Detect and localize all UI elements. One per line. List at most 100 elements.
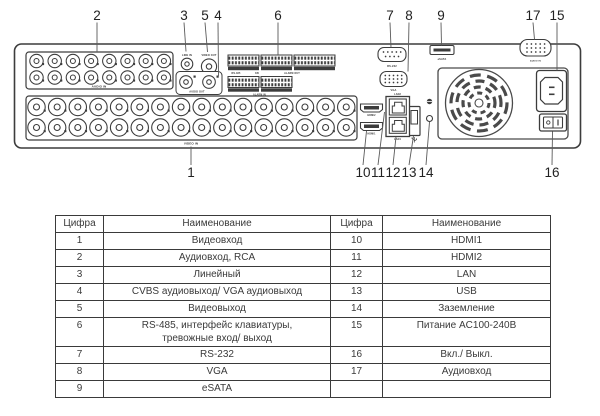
cell-name: CVBS аудиовыход/ VGA аудиовыход	[103, 283, 331, 301]
cell-number: 14	[330, 300, 383, 318]
cell-number: 2	[55, 249, 104, 267]
cell-number: 10	[330, 232, 383, 250]
hdmi2-label: HDMI2	[367, 114, 376, 117]
callout-2: 2	[93, 8, 101, 23]
cell-name: LAN	[382, 266, 551, 284]
audio-in-label: AUDIO IN	[92, 85, 107, 89]
rs232-label: RS-232	[387, 64, 397, 68]
audio-in-block: AUDIO IN	[25, 51, 174, 90]
cell-number: 6	[55, 317, 104, 347]
cell-number: 4	[55, 283, 104, 301]
cell-name	[382, 380, 551, 398]
callout-6: 6	[274, 8, 282, 23]
line-in-port: LINE IN	[180, 54, 194, 71]
alarm-in-label: ALARM IN	[253, 94, 266, 97]
callout-numbers: 2 3 5 4 6 7 8 9 17 15 1 10 11 12 13 14 1…	[93, 8, 564, 180]
callout-8: 8	[405, 8, 413, 23]
callout-16: 16	[544, 165, 559, 180]
cell-name: Аудиовход	[382, 363, 551, 381]
vga-label: VGA	[390, 88, 396, 92]
power-switch	[538, 113, 568, 132]
header-number-right: Цифра	[330, 215, 383, 233]
cell-name: Питание AC100-240В	[382, 317, 551, 347]
cell-name: eSATA	[103, 380, 331, 398]
hdmi1-label: HDMI1	[367, 133, 376, 136]
cell-number: 3	[55, 266, 104, 284]
callout-12: 12	[385, 165, 400, 180]
line-in-label: LINE IN	[182, 54, 192, 57]
cell-name: VGA	[103, 363, 331, 381]
cell-name: Видеовход	[103, 232, 331, 250]
audio-in-ports	[29, 53, 172, 85]
terminal-blocks: RS-485 KB ALARM OUT ALARM IN	[227, 54, 336, 97]
cell-name: RS-232	[103, 346, 331, 364]
cell-number: 8	[55, 363, 104, 381]
cell-name: HDMI1	[382, 232, 551, 250]
vga-port: VGA	[379, 70, 408, 92]
cell-name: USB	[382, 283, 551, 301]
cell-number: 16	[330, 346, 383, 364]
video-in-ports	[27, 97, 356, 137]
lan-ports: LAN2 LAN1	[385, 93, 411, 141]
fan-grille	[444, 68, 514, 138]
ground-terminal	[425, 98, 434, 123]
cell-number: 9	[55, 380, 104, 398]
cell-number: 12	[330, 266, 383, 284]
video-out-label: VIDEO OUT	[201, 54, 216, 57]
cell-number: 13	[330, 283, 383, 301]
video-in-block: VIDEO IN	[25, 95, 358, 146]
cell-name: Заземление	[382, 300, 551, 318]
cell-name: HDMI2	[382, 249, 551, 267]
callout-7: 7	[386, 8, 394, 23]
cell-number: 5	[55, 300, 104, 318]
audio-out-label: AUDIO OUT	[189, 91, 205, 94]
callout-17: 17	[525, 8, 540, 23]
callout-10: 10	[355, 165, 370, 180]
alarm-out-label: ALARM OUT	[284, 72, 300, 75]
hdmi-ports: HDMI2 HDMI1	[359, 103, 384, 136]
rs232-port: RS-232	[377, 46, 407, 68]
audio-in-db15-label: AUDIO IN	[530, 59, 541, 62]
lan2-label: LAN2	[394, 93, 401, 96]
audio-in-db15-port: AUDIO IN	[519, 38, 552, 62]
kb-label: KB	[255, 72, 259, 75]
cell-name: RS-485, интерфейс клавиатуры, тревожные …	[103, 317, 331, 347]
cell-name: Аудиовход, RCA	[103, 249, 331, 267]
esata-label: eSATA	[438, 57, 447, 61]
callout-13: 13	[401, 165, 416, 180]
cell-number: 1	[55, 232, 104, 250]
table-header-row: Цифра Наименование Цифра Наименование	[55, 215, 551, 233]
header-name-left: Наименование	[103, 215, 331, 233]
cell-number: 7	[55, 346, 104, 364]
cell-name: Линейный	[103, 266, 331, 284]
lan1-label: LAN1	[394, 138, 401, 141]
callout-15: 15	[549, 8, 564, 23]
leader-lines	[96, 22, 558, 166]
callout-9: 9	[437, 8, 445, 23]
cell-number: 17	[330, 363, 383, 381]
usb-icon	[411, 137, 417, 143]
esata-port: eSATA	[429, 44, 455, 61]
psu-block	[437, 67, 569, 140]
callout-4: 4	[214, 8, 222, 23]
rear-panel-diagram: AUDIO IN VIDEO IN LINE IN VIDEO OUT AUDI…	[13, 8, 582, 180]
cell-name: Видеовыход	[103, 300, 331, 318]
ac-inlet	[535, 69, 568, 113]
cell-number: 15	[330, 317, 383, 347]
callout-11: 11	[371, 165, 385, 180]
callout-5: 5	[201, 8, 209, 23]
cell-number: 11	[330, 249, 383, 267]
